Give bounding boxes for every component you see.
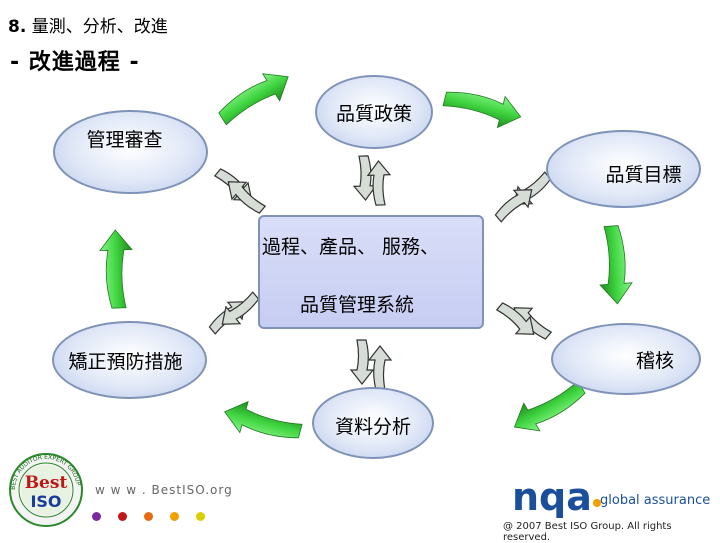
- footer-dot: [92, 512, 101, 521]
- arrow-objectives-to-audit: [595, 224, 634, 306]
- logo-text-best: Best: [25, 473, 68, 493]
- double-arrow-analysis-center: [350, 339, 392, 391]
- footer-dot: [196, 512, 205, 521]
- subtitle-text: 量測、分析、改進: [31, 17, 168, 37]
- node-quality-policy: 品質政策: [315, 75, 433, 149]
- double-arrow-objectives-center: [490, 166, 556, 228]
- nqa-logo-word: nqa: [512, 475, 592, 519]
- arrow-review-to-policy: [213, 62, 298, 132]
- slide-title: - 改進過程 -: [10, 50, 140, 75]
- node-label: 稽核: [635, 349, 674, 372]
- copyright-text: @ 2007 Best ISO Group. All rights reserv…: [503, 521, 672, 543]
- node-data-analysis: 資料分析: [312, 387, 434, 459]
- node-label: 管理審查: [86, 128, 163, 151]
- section-number: 8.: [8, 17, 27, 37]
- center-process-box: [258, 215, 484, 329]
- node-label: 品質政策: [335, 102, 412, 125]
- slide-subtitle: 8. 量測、分析、改進: [8, 12, 168, 37]
- node-label: 品質目標: [605, 163, 682, 186]
- bestiso-logo: Best ISO BEST AUDITOR EXPERT GROUP: [9, 453, 83, 527]
- center-text-line1: 過程、產品、 服務、: [262, 236, 440, 258]
- node-management-review: 管理審查: [53, 110, 208, 194]
- double-arrow-review-center: [210, 162, 270, 220]
- node-label: 矯正預防措施: [68, 350, 183, 373]
- nqa-tagline: global assurance: [600, 493, 711, 508]
- node-corrective-action: 矯正預防措施: [52, 321, 207, 399]
- website-text: w w w . BestISO.org: [95, 483, 233, 497]
- nqa-dot-icon: [593, 499, 601, 507]
- footer-dot: [144, 512, 153, 521]
- double-arrow-policy-center: [352, 155, 392, 206]
- arrow-policy-to-objectives: [440, 82, 525, 133]
- double-arrow-audit-center: [492, 296, 556, 346]
- arrow-analysis-to-corrective: [220, 395, 305, 448]
- footer-dot: [170, 512, 179, 521]
- node-label: 資料分析: [334, 415, 411, 438]
- node-audit: 稽核: [551, 323, 701, 395]
- center-text-line2: 品質管理系統: [300, 294, 415, 316]
- node-quality-objectives: 品質目標: [546, 130, 701, 208]
- footer-dot: [118, 512, 127, 521]
- arrow-corrective-to-review: [98, 229, 135, 309]
- double-arrow-corrective-center: [204, 286, 264, 340]
- logo-text-iso: ISO: [30, 492, 61, 511]
